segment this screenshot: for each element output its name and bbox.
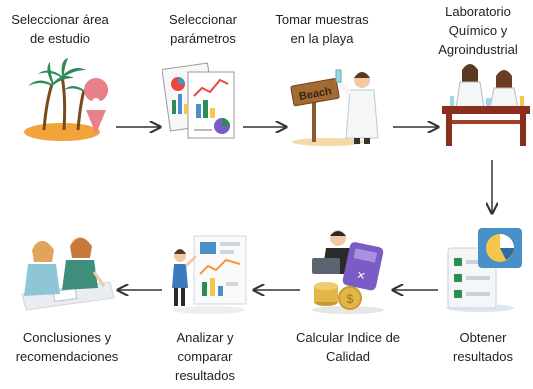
step-5-line-1: Obtener xyxy=(459,330,507,345)
step-8-line-1: Conclusiones y xyxy=(22,330,112,345)
step-6-line-2: Calidad xyxy=(325,349,371,364)
svg-text:$: $ xyxy=(347,292,354,306)
beach-sign-text: Beach xyxy=(298,85,333,103)
svg-text:×: × xyxy=(355,266,366,283)
step-4-line-3: Agroindustrial xyxy=(438,42,518,57)
checklist-pie-chart-icon xyxy=(446,228,522,312)
beach-location-icon xyxy=(24,58,109,141)
step-3-label: Tomar muestras en la playa xyxy=(262,10,382,48)
step-1-label: Seleccionar área de estudio xyxy=(0,10,120,48)
step-4-line-2: Químico y xyxy=(448,23,508,38)
step-4-line-1: Laboratorio xyxy=(445,4,511,19)
step-3-line-1: Tomar muestras xyxy=(275,12,369,27)
step-5-line-2: resultados xyxy=(453,349,513,364)
step-7-line-1: Analizar y xyxy=(176,330,234,345)
step-3-line-2: en la playa xyxy=(290,31,354,46)
charts-documents-icon xyxy=(162,62,235,139)
step-1-line-1: Seleccionar área xyxy=(11,12,109,27)
step-7-label: Analizar y comparar resultados xyxy=(150,328,260,385)
step-6-line-1: Calcular Indice de xyxy=(295,330,401,345)
step-8-label: Conclusiones y recomendaciones xyxy=(2,328,132,366)
step-7-line-2: comparar xyxy=(177,349,233,364)
step-8-line-2: recomendaciones xyxy=(15,349,119,364)
step-4-label: Laboratorio Químico y Agroindustrial xyxy=(423,2,533,59)
calculator-coins-icon: × $ xyxy=(312,230,384,314)
people-writing-icon xyxy=(21,237,115,311)
step-6-label: Calcular Indice de Calidad xyxy=(282,328,414,366)
step-2-label: Seleccionar parámetros xyxy=(148,10,258,48)
step-2-line-1: Seleccionar xyxy=(169,12,237,27)
step-2-line-2: parámetros xyxy=(170,31,236,46)
step-7-line-3: resultados xyxy=(175,368,235,383)
step-5-label: Obtener resultados xyxy=(433,328,533,366)
analysis-board-icon xyxy=(172,235,247,314)
step-1-line-2: de estudio xyxy=(30,31,90,46)
scientist-beach-sign-icon: Beach xyxy=(290,69,379,146)
laboratory-scientists-icon xyxy=(442,64,530,146)
